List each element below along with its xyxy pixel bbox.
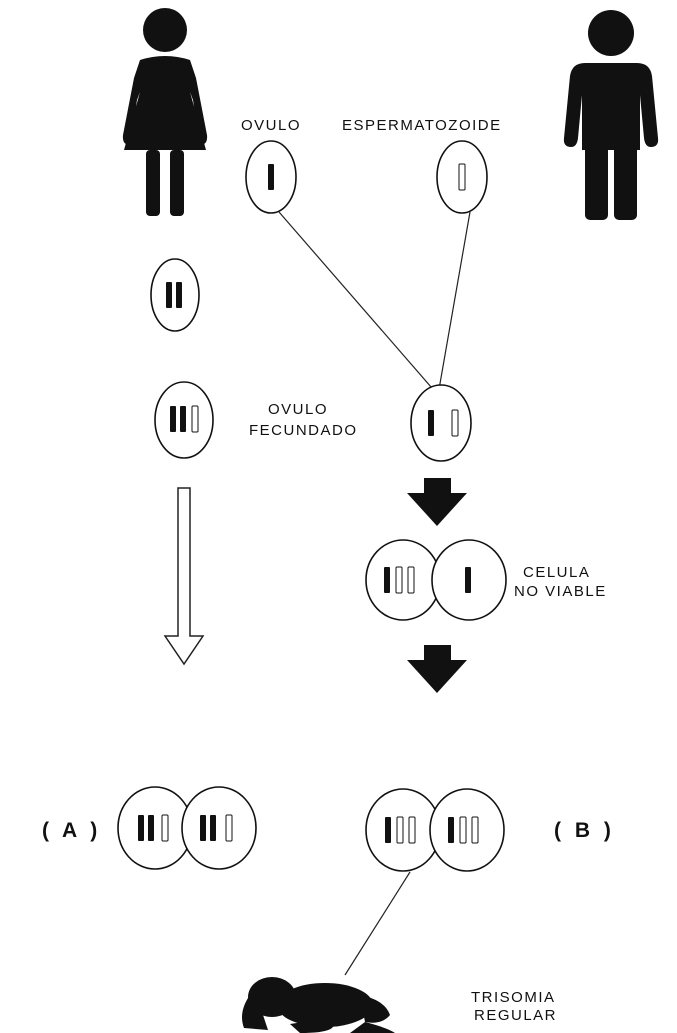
espermatozoide-label: ESPERMATOZOIDE xyxy=(342,117,502,134)
trisomia-label-1: TRISOMIA xyxy=(471,989,556,1006)
ovulo-fecundado-label-1: OVULO xyxy=(268,401,328,418)
connector-line xyxy=(344,871,411,976)
connector-line xyxy=(437,211,471,396)
espermatozoide-cell xyxy=(436,140,488,214)
case-b-cells xyxy=(365,788,505,872)
non-viable-division-cells xyxy=(365,539,507,621)
solid-down-arrow-icon xyxy=(407,645,467,693)
trisomia-label-2: REGULAR xyxy=(474,1007,557,1024)
celula-label-1: CELULA xyxy=(523,564,590,581)
hollow-down-arrow-icon xyxy=(163,487,205,666)
ovulo-fecundado-label-2: FECUNDADO xyxy=(249,422,358,439)
ovulo-fecundado-cell xyxy=(154,381,214,459)
ovulo-label: OVULO xyxy=(241,117,301,134)
normal-zygote-cell xyxy=(410,384,472,462)
case-a-cells xyxy=(117,786,257,870)
baby-figure-icon xyxy=(242,977,395,1033)
celula-label-2: NO VIABLE xyxy=(514,583,607,600)
male-figure-icon xyxy=(563,10,659,220)
solid-down-arrow-icon xyxy=(407,478,467,526)
female-figure-icon xyxy=(122,8,208,216)
case-b-label: ( B ) xyxy=(554,819,615,842)
case-a-label: ( A ) xyxy=(42,819,101,842)
ovulo-cell xyxy=(245,140,297,214)
connector-line xyxy=(278,211,439,396)
disomic-ovulo-cell xyxy=(150,258,200,332)
